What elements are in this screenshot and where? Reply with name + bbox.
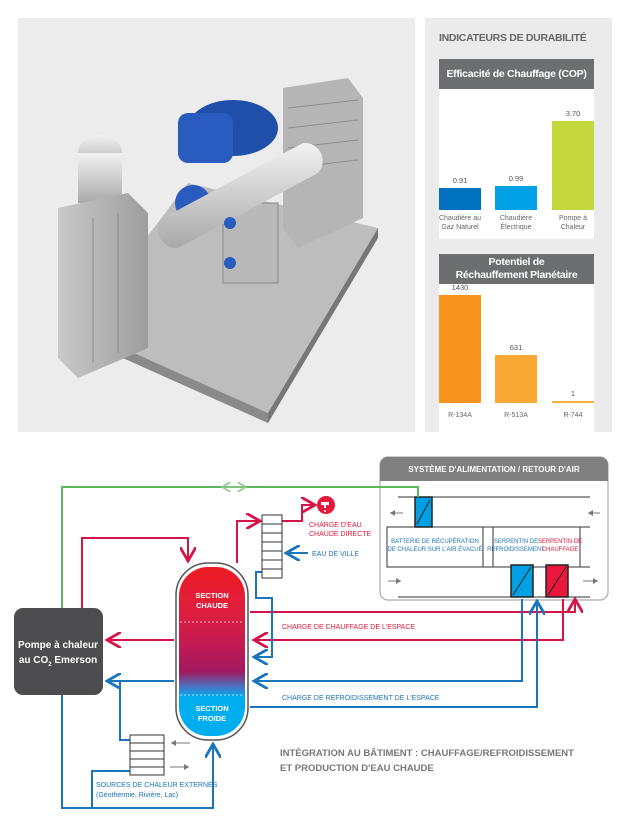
bar-value-label: 1	[570, 389, 576, 398]
building-integration-diagram: SYSTÈME D'ALIMENTATION / RETOUR D'AIR BA…	[14, 456, 609, 809]
space-heating-label: CHARGE DE CHAUFFAGE DE L'ESPACE	[282, 624, 415, 631]
gwp-chart-title: Potentiel de Réchauffement Planétaire	[439, 254, 594, 284]
bar-value-label: 3.70	[565, 109, 581, 118]
storage-tank: SECTION CHAUDE SECTION FROIDE	[175, 562, 249, 741]
chart-bar	[439, 295, 481, 403]
gwp-chart: Potentiel de Réchauffement Planétaire 14…	[439, 254, 594, 432]
bar-value-label: 631	[509, 343, 523, 353]
bar-value-label: 0.91	[452, 176, 468, 186]
bar-value-label: 1430	[451, 283, 469, 292]
heat-pump-unit-photo	[18, 18, 415, 432]
airflow-arrows	[388, 510, 600, 584]
diagram-caption-2: ET PRODUCTION D'EAU CHAUDE	[280, 763, 434, 774]
category-label: R-744	[563, 412, 583, 419]
external-sources-label: SOURCES DE CHALEUR EXTERNES	[96, 782, 218, 789]
category-label: Pompe à	[558, 215, 588, 222]
external-sources-label-2: (Géothermie, Rivière, Lac)	[96, 792, 178, 799]
recovery-coil-icon	[414, 496, 433, 528]
category-label: Chaudière	[499, 215, 533, 222]
external-heat-exchanger	[129, 734, 165, 776]
chart-bar	[495, 355, 537, 403]
category-label-2: Gaz Naturel	[441, 224, 479, 231]
hot-section-label: SECTION	[195, 591, 228, 600]
heat-pump-label: Pompe à chaleur	[18, 640, 98, 651]
cooling-coil-icon	[510, 564, 534, 598]
dhw-heat-exchanger	[261, 514, 283, 579]
cold-section-label: SECTION	[195, 704, 228, 713]
category-label-2: Électrique	[500, 224, 532, 231]
chart-bar	[439, 188, 481, 210]
external-source-arrows	[170, 740, 190, 770]
chart-bar	[552, 401, 594, 403]
recovery-coil-label-2: DE CHALEUR SUR L'AIR ÉVACUÉ	[387, 546, 482, 553]
hot-water-lines	[81, 505, 575, 640]
gwp-title-line-1: Potentiel de	[488, 256, 545, 268]
hot-section-label-2: CHAUDE	[196, 601, 228, 610]
city-water-label: EAU DE VILLE	[312, 551, 359, 558]
heating-coil-label: SERPENTIN DE	[538, 539, 582, 545]
faucet-icon	[317, 496, 335, 514]
category-label: R-513A	[504, 412, 528, 419]
category-label: Chaudière au	[438, 215, 482, 222]
cold-water-lines	[61, 553, 537, 809]
chart-bar	[552, 121, 594, 210]
cold-section-label-2: FROIDE	[198, 714, 226, 723]
cop-chart-title: Efficacité de Chauffage (COP)	[439, 59, 594, 89]
air-system-title: SYSTÈME D'ALIMENTATION / RETOUR D'AIR	[408, 465, 580, 474]
bar-value-label: 0.99	[508, 174, 524, 184]
space-cooling-label: CHARGE DE REFROIDISSEMENT DE L'ESPACE	[282, 695, 440, 702]
gwp-title-line-2: Réchauffement Planétaire	[455, 269, 578, 281]
chart-bar	[495, 186, 537, 210]
heat-pump-box: Pompe à chaleur au CO2 Emerson	[14, 608, 103, 695]
category-label-2: Chaleur	[560, 224, 586, 231]
sustainability-indicators-panel: INDICATEURS DE DURABILITÉ Efficacité de …	[425, 18, 612, 432]
category-label: R-134A	[448, 412, 472, 419]
diagram-caption: INTÉGRATION AU BÂTIMENT : CHAUFFAGE/REFR…	[280, 747, 574, 759]
heating-coil-label-2: CHAUFFAGE	[542, 547, 579, 553]
recovery-coil-label: BATTERIE DE RÉCUPÉRATION	[391, 538, 479, 545]
heat-pump-unit-illustration	[58, 78, 378, 423]
dhw-label-2: CHAUDE DIRECTE	[309, 531, 372, 538]
dhw-label: CHARGE D'EAU	[309, 522, 362, 529]
heating-coil-icon	[545, 564, 569, 598]
panel-title: INDICATEURS DE DURABILITÉ	[439, 32, 587, 44]
cooling-coil-label-2: REFROIDISSEMENT	[487, 547, 545, 553]
heat-pump-label-2: au CO2 Emerson	[19, 655, 97, 668]
cooling-coil-label: SERPENTIN DE	[494, 539, 538, 545]
air-system-box: SYSTÈME D'ALIMENTATION / RETOUR D'AIR BA…	[379, 456, 609, 601]
